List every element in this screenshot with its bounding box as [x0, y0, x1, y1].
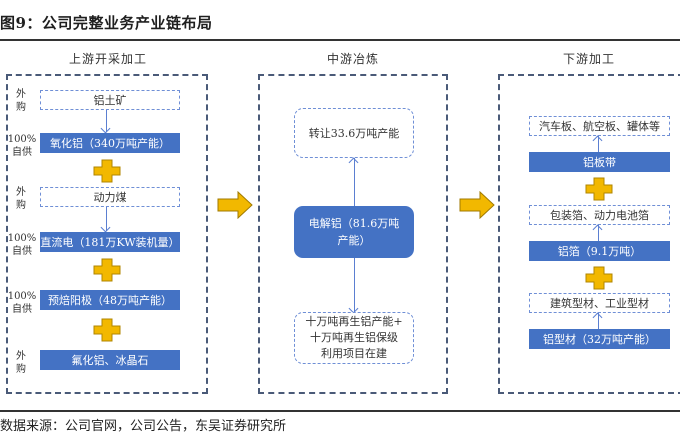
source-label: 100% 自供	[6, 232, 38, 258]
source-label-line: 外	[16, 89, 26, 100]
plus-icon	[93, 258, 121, 282]
source-label: 外 购	[8, 88, 34, 114]
source-label: 100% 自供	[6, 290, 38, 316]
bauxite-box: 铝土矿	[40, 90, 180, 110]
midstream-title: 中游冶炼	[326, 52, 379, 66]
building-industrial-profile-box: 建筑型材、工业型材	[529, 293, 670, 313]
downstream-frame	[498, 74, 680, 394]
thermal-coal-box: 动力煤	[40, 187, 180, 207]
up-arrow	[598, 225, 599, 241]
transferred-capacity-box: 转让33.6万吨产能	[294, 108, 414, 158]
downstream-title: 下游加工	[562, 52, 615, 66]
up-arrow	[598, 136, 599, 152]
plus-icon	[93, 159, 121, 183]
source-label-line: 购	[16, 102, 26, 113]
plus-icon	[585, 177, 613, 201]
source-label-line: 100%	[7, 134, 37, 145]
recycled-line: 十万吨再生铝产能+	[305, 315, 403, 328]
prebaked-anode-box: 预焙阳极（48万吨产能）	[40, 290, 180, 310]
right-arrow-icon	[459, 191, 495, 219]
down-arrow	[354, 258, 355, 312]
source-label-line: 购	[16, 200, 26, 211]
aluminum-strip-box: 铝板带	[529, 152, 670, 172]
plus-icon	[585, 266, 613, 290]
midstream-frame	[258, 74, 448, 394]
data-source: 数据来源：公司官网，公司公告，东吴证券研究所	[0, 419, 287, 434]
source-label-line: 100%	[7, 233, 37, 244]
aluminum-foil-box: 铝箔（9.1万吨）	[529, 241, 670, 261]
top-rule	[0, 39, 680, 41]
electrolytic-aluminum-box: 电解铝（81.6万吨产能）	[294, 206, 414, 258]
up-arrow	[598, 313, 599, 329]
plus-icon	[93, 318, 121, 342]
source-label: 外 购	[8, 186, 34, 212]
figure-title: 图9：公司完整业务产业链布局	[0, 14, 213, 32]
fluoride-cryolite-box: 氟化铝、冰晶石	[40, 350, 180, 370]
up-arrow	[354, 158, 355, 206]
dc-power-box: 直流电（181万KW装机量）	[40, 232, 180, 252]
upstream-title: 上游开采加工	[68, 52, 147, 66]
source-label-line: 外	[16, 351, 26, 362]
aluminum-profile-box: 铝型材（32万吨产能）	[529, 329, 670, 349]
source-label: 100% 自供	[6, 133, 38, 159]
source-label-line: 购	[16, 364, 26, 375]
down-arrow	[106, 110, 107, 132]
source-label-line: 自供	[12, 246, 32, 257]
recycled-line: 十万吨再生铝保级	[310, 331, 398, 344]
recycled-aluminum-box: 十万吨再生铝产能+ 十万吨再生铝保级 利用项目在建	[294, 312, 414, 364]
source-label-line: 自供	[12, 304, 32, 315]
down-arrow	[106, 207, 107, 231]
recycled-line: 利用项目在建	[321, 347, 387, 360]
source-label-line: 自供	[12, 147, 32, 158]
auto-aviation-can-box: 汽车板、航空板、罐体等	[529, 116, 670, 136]
bottom-rule	[0, 410, 680, 412]
packaging-battery-foil-box: 包装箔、动力电池箔	[529, 205, 670, 225]
source-label-line: 外	[16, 187, 26, 198]
source-label: 外 购	[8, 350, 34, 376]
right-arrow-icon	[217, 191, 253, 219]
source-label-line: 100%	[7, 291, 37, 302]
alumina-box: 氧化铝（340万吨产能）	[40, 133, 180, 153]
upstream-frame	[6, 74, 208, 394]
